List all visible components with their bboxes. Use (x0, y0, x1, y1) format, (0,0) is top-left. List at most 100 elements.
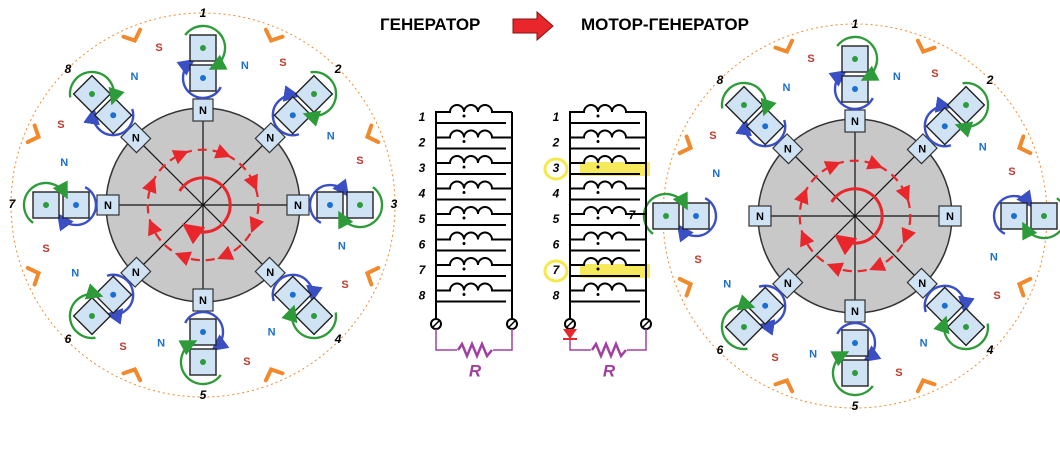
green-rotation-icon (720, 81, 777, 117)
flux-arrow-icon (794, 187, 809, 206)
orange-flux-arrow-icon (773, 377, 795, 394)
orange-flux-arrow-icon (364, 123, 381, 145)
coil-winding (569, 231, 646, 251)
station-number: 5 (852, 399, 859, 413)
south-label: S (243, 356, 250, 368)
coil-dot (596, 267, 600, 271)
magnet-dot (852, 370, 858, 376)
blue-rotation-icon (757, 284, 787, 336)
blue-rotation-icon (836, 321, 882, 363)
rotor-spoke (142, 204, 204, 266)
coil-winding (435, 206, 512, 225)
magnet-dot (110, 291, 117, 298)
orange-flux-arrow-icon (25, 265, 42, 287)
blue-rotation-icon (992, 189, 1034, 235)
flux-arrow-icon (249, 215, 264, 234)
stator-station: 3 (308, 178, 398, 230)
coil-dot (596, 165, 600, 169)
terminal-slash (641, 319, 651, 329)
green-rotation-icon (1022, 197, 1060, 241)
blue-rotation-icon (176, 58, 222, 100)
north-label: N (920, 338, 928, 350)
magnet-dot (693, 213, 699, 219)
station-number: 8 (717, 73, 724, 87)
magnet-dot (740, 324, 747, 331)
coil-number: 5 (553, 212, 560, 226)
stator-station: 2 (271, 62, 342, 137)
blue-rotation-icon (184, 310, 230, 352)
stator-station: 8 (717, 73, 787, 148)
coil-dot (596, 242, 600, 245)
rotor-pole-label: N (266, 133, 274, 145)
station-number: 2 (334, 62, 342, 76)
magnet-dot (73, 202, 79, 208)
orange-flux-arrow-icon (121, 366, 143, 383)
stator-station: 6 (65, 273, 135, 346)
coil-winding (435, 129, 512, 149)
inner-flux-ring (146, 148, 260, 262)
coil-dot (596, 191, 600, 194)
south-label: S (993, 290, 1000, 302)
orange-flux-arrow-icon (677, 276, 694, 298)
north-label: N (71, 267, 79, 279)
station-number: 6 (717, 343, 724, 357)
coil-number: 5 (419, 212, 426, 226)
coil-winding (569, 155, 646, 174)
south-label: S (356, 155, 363, 167)
coil-number: 2 (552, 136, 560, 150)
coil-winding (435, 180, 512, 200)
outer-flux-ring (10, 12, 396, 398)
magnet-dot (762, 302, 769, 309)
left-title: ГЕНЕРАТОР (380, 15, 480, 34)
coil-dot (596, 293, 600, 296)
station-number: 7 (629, 208, 637, 222)
green-rotation-icon (933, 315, 990, 351)
magnet-dot (963, 101, 970, 108)
magnet-dot (1011, 213, 1017, 219)
north-label: N (782, 82, 790, 94)
magnet-dot (200, 45, 206, 51)
rotor-pole: N (192, 98, 214, 122)
south-label: S (931, 68, 938, 80)
blue-rotation-icon (271, 273, 323, 303)
resistor-label: R (603, 361, 616, 380)
green-rotation-icon (830, 351, 874, 397)
rotor-pole-label: N (784, 144, 792, 156)
coil-number: 4 (418, 187, 426, 201)
rotor-spoke (854, 215, 916, 277)
rotor-pole-label: N (132, 267, 140, 279)
station-number: 1 (852, 17, 859, 31)
coil-winding (435, 155, 512, 174)
blue-rotation-icon (735, 118, 787, 148)
magnet-dot (311, 313, 318, 320)
rotor-pole-label: N (756, 211, 764, 223)
magnet-dot (941, 123, 948, 130)
coil-winding (569, 257, 646, 276)
orange-flux-arrow-icon (915, 38, 937, 55)
blue-rotation-icon (676, 197, 718, 243)
coil-winding (435, 104, 512, 123)
magnet-dot (200, 359, 206, 365)
inner-magnet (189, 318, 217, 346)
flux-arrow-icon (142, 176, 157, 195)
green-rotation-icon (720, 294, 756, 351)
flux-arrow-icon (213, 144, 232, 159)
rotor-pole-label: N (784, 278, 792, 290)
magnet-dot (852, 340, 858, 346)
south-label: S (155, 42, 162, 54)
north-label: N (990, 252, 998, 264)
magnet-dot (289, 291, 296, 298)
inner-flux-ring (798, 159, 912, 273)
rotor-pole: N (748, 205, 772, 227)
rotor-spoke (794, 215, 856, 277)
resistor-icon (590, 340, 627, 360)
coil-dot (462, 216, 466, 220)
rotor-pole-label: N (266, 267, 274, 279)
rotor-pole-label: N (851, 306, 859, 318)
blue-rotation-icon (828, 69, 874, 111)
south-label: S (42, 243, 49, 255)
magnet-dot (963, 324, 970, 331)
